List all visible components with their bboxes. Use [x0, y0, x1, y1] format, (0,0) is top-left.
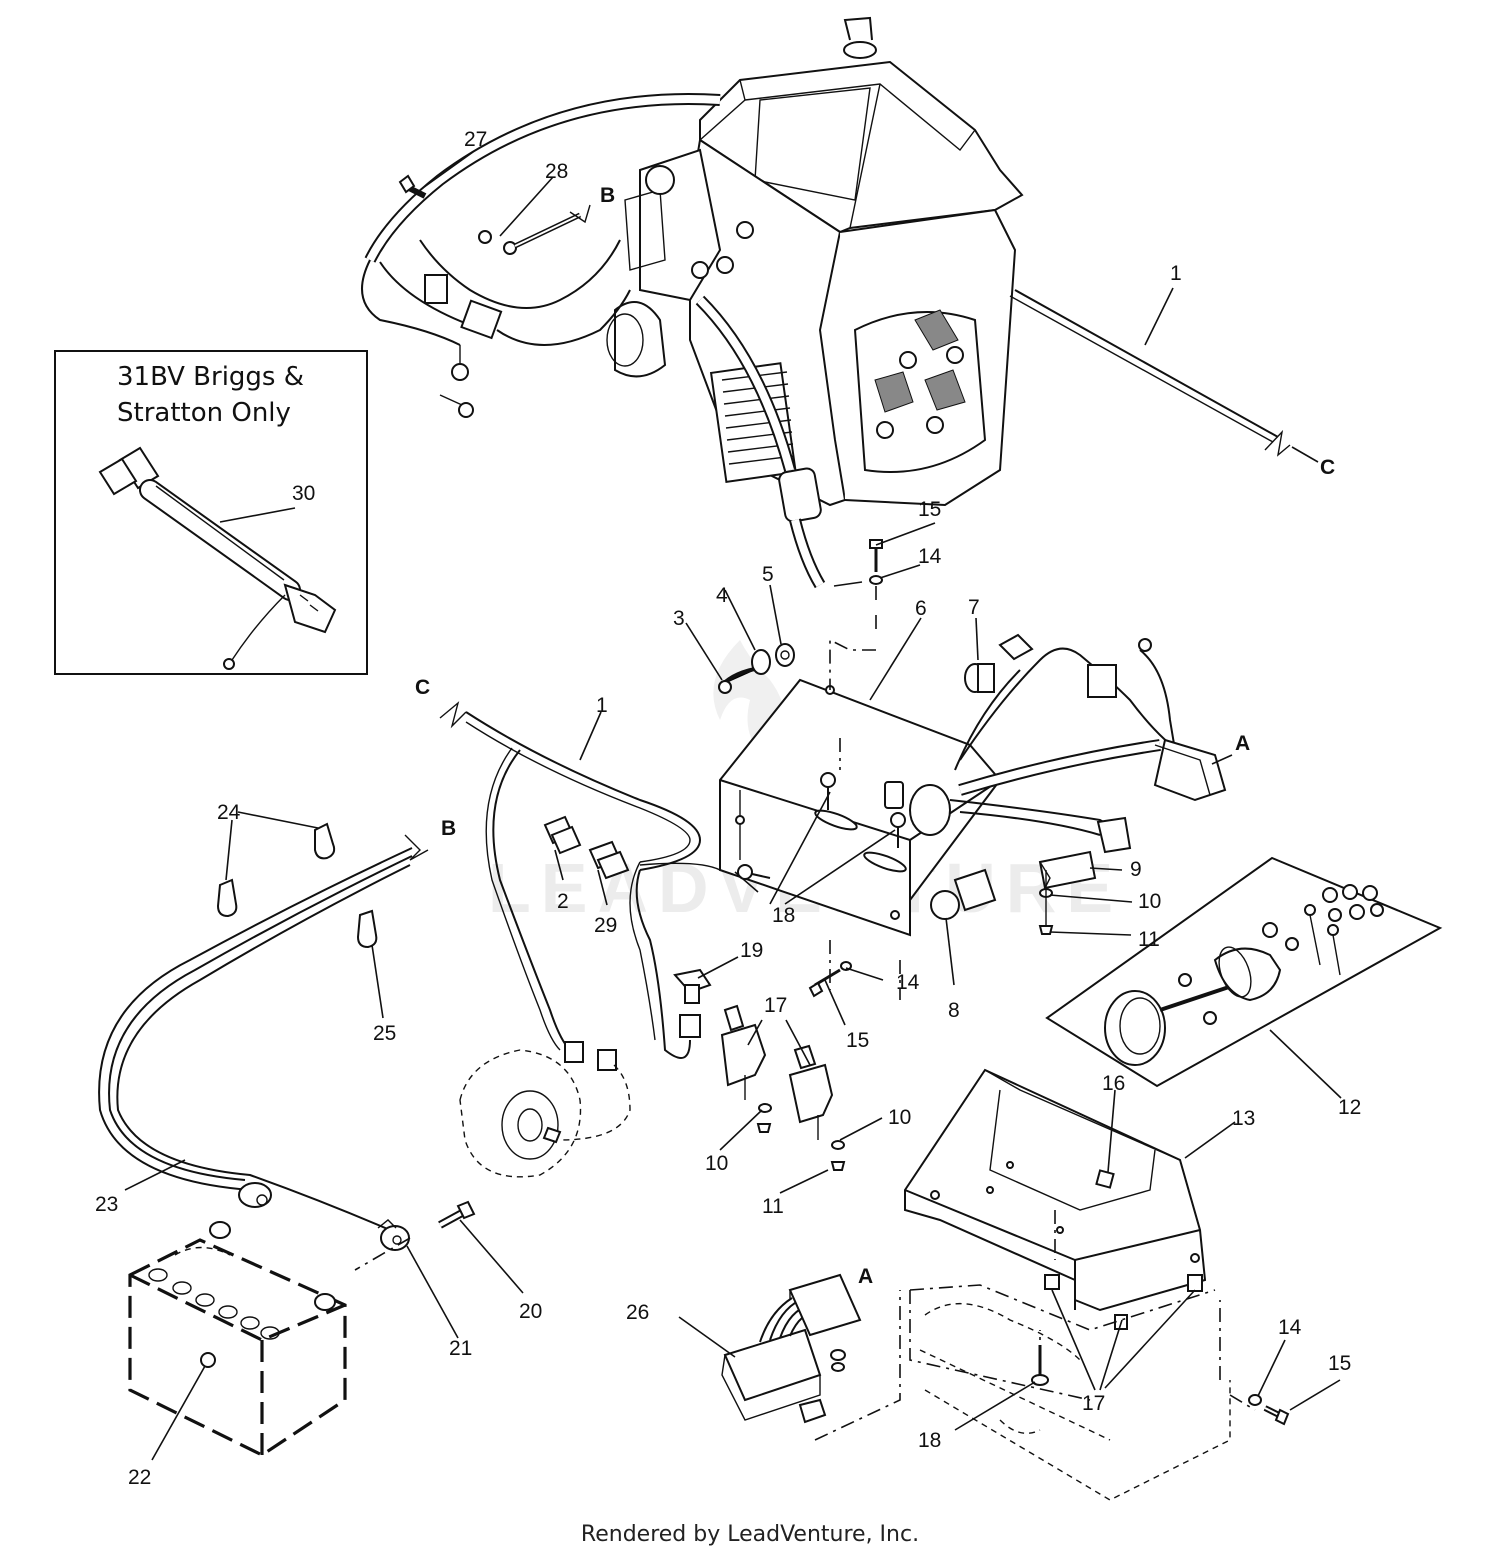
bolt-20: [354, 1200, 476, 1271]
callout-18-dash: 18: [772, 904, 795, 927]
callout-24: 24: [217, 801, 241, 824]
engine: [361, 16, 1024, 589]
callout-15-top: 15: [918, 498, 941, 521]
relay-9: [1038, 850, 1097, 935]
break-letter-c-right: C: [1320, 456, 1335, 479]
battery-tray-13: [904, 1068, 1207, 1330]
callout-14-bottom: 14: [1278, 1316, 1302, 1339]
break-letter-b-top: B: [600, 184, 615, 207]
callout-16: 16: [1102, 1072, 1125, 1095]
callout-26: 26: [626, 1301, 649, 1324]
callout-19: 19: [740, 939, 763, 962]
callouts: 1 1 2 3 4 5 6 7 8 9 10 10 10 11 11 12 13…: [95, 128, 1361, 1489]
inset-title-line2: Stratton Only: [117, 398, 291, 428]
break-letter-a-bottom: A: [858, 1265, 873, 1288]
callout-20: 20: [519, 1300, 542, 1323]
callout-4: 4: [716, 584, 728, 607]
battery: [128, 1221, 347, 1457]
callout-29: 29: [594, 914, 617, 937]
callout-22: 22: [128, 1466, 151, 1489]
callout-10-right: 10: [888, 1106, 911, 1129]
callout-17-switch: 17: [764, 994, 787, 1017]
callout-12: 12: [1338, 1096, 1361, 1119]
screw-15-top: [829, 539, 883, 690]
callout-14-top: 14: [918, 545, 942, 568]
callout-21: 21: [449, 1337, 472, 1360]
key-and-nuts: [718, 643, 795, 694]
inset-frame: [54, 350, 368, 675]
screw-15-mid: [808, 961, 852, 998]
callout-5: 5: [762, 563, 774, 586]
callout-23: 23: [95, 1193, 118, 1216]
wire-1-top: [1009, 289, 1319, 463]
callout-15-bottom: 15: [1328, 1352, 1351, 1375]
callout-10-left: 10: [705, 1152, 728, 1175]
callout-14-mid: 14: [896, 971, 920, 994]
callout-18-tray: 18: [918, 1429, 941, 1452]
break-letter-b-left: B: [441, 817, 456, 840]
main-harness-1: [439, 701, 721, 1141]
footer-credit: Rendered by LeadVenture, Inc.: [580, 1522, 920, 1547]
callout-7: 7: [968, 596, 980, 619]
screws-18: [737, 738, 906, 1000]
callout-9: 9: [1130, 858, 1142, 881]
callout-13: 13: [1232, 1107, 1255, 1130]
seat-switches-17: [720, 1004, 846, 1171]
callout-3: 3: [673, 607, 685, 630]
ignition-switch-7: [964, 663, 995, 693]
battery-cables-23: [98, 834, 429, 1251]
callout-30: 30: [292, 482, 315, 505]
break-letter-c-left: C: [415, 676, 430, 699]
callout-1-mid: 1: [596, 694, 608, 717]
callout-8: 8: [948, 999, 960, 1022]
callout-11-relay: 11: [1138, 928, 1160, 951]
callout-1-top: 1: [1170, 262, 1182, 285]
callout-6: 6: [915, 597, 927, 620]
callout-15-mid: 15: [846, 1029, 869, 1052]
screw-15-lower: [1248, 1394, 1290, 1426]
callout-2: 2: [557, 890, 569, 913]
callout-25: 25: [373, 1022, 396, 1045]
dash-panel: [719, 633, 1227, 937]
gauge-kit-12: [1045, 856, 1443, 1088]
leader-lines: [124, 151, 1342, 1461]
module-26: [721, 1273, 901, 1441]
switch-8: [930, 868, 997, 920]
inset-title-line1: 31BV Briggs &: [117, 362, 304, 392]
callout-10-relay: 10: [1138, 890, 1161, 913]
callout-27: 27: [464, 128, 487, 151]
inset-box: 31BV Briggs & Stratton Only: [54, 350, 368, 675]
callout-11-left: 11: [762, 1195, 784, 1218]
cable-clips: [216, 822, 378, 949]
ground-strap-b: [398, 174, 591, 255]
pto-clutch: [459, 1049, 582, 1178]
break-letter-a-top: A: [1235, 732, 1250, 755]
break-letters: A A B B C C: [415, 184, 1335, 1288]
screw-18-lower: [1031, 1345, 1049, 1386]
callout-17-tray: 17: [1082, 1392, 1105, 1415]
inset-harness-30: [98, 446, 337, 670]
callout-28: 28: [545, 160, 568, 183]
